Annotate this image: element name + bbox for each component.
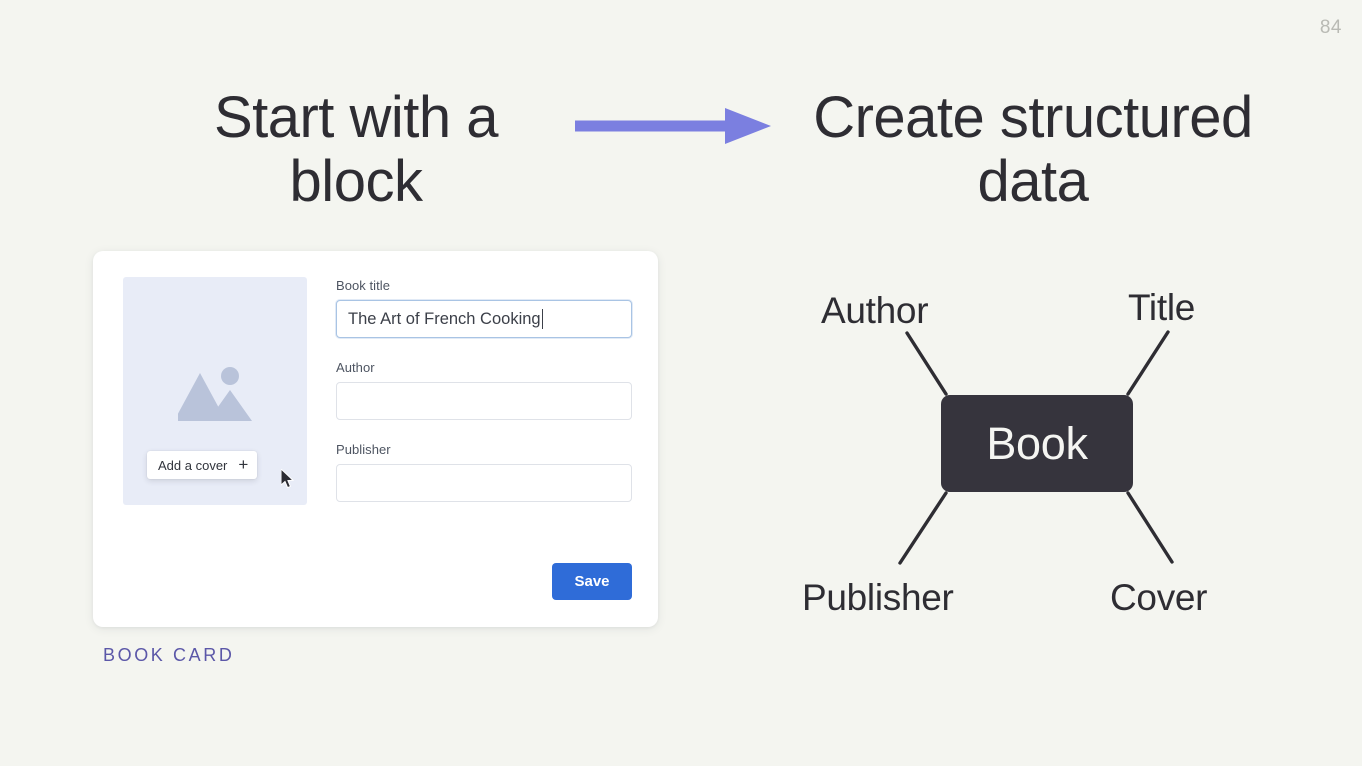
book-form: Book title The Art of French Cooking Aut… xyxy=(336,278,632,524)
author-label: Author xyxy=(336,360,375,375)
book-title-value: The Art of French Cooking xyxy=(348,309,541,328)
add-cover-label: Add a cover xyxy=(158,457,228,473)
diagram-node-label: Book xyxy=(986,417,1088,469)
save-button[interactable]: Save xyxy=(552,563,632,600)
book-title-input[interactable]: The Art of French Cooking xyxy=(336,300,632,338)
text-caret xyxy=(541,309,543,329)
add-cover-button[interactable]: Add a cover + xyxy=(147,451,258,479)
diagram-label-title: Title xyxy=(1128,287,1196,328)
diagram-label-author: Author xyxy=(821,290,929,331)
page-number: 84 xyxy=(1319,17,1342,38)
diagram-label-cover: Cover xyxy=(1110,577,1208,618)
arrow-right-icon xyxy=(575,106,775,146)
diagram-connector-lines xyxy=(898,330,1174,565)
book-title-label: Book title xyxy=(336,278,390,293)
mouse-pointer-icon xyxy=(280,467,296,489)
heading-left: Start with a block xyxy=(213,85,499,214)
publisher-input[interactable] xyxy=(336,464,632,502)
diagram-node-book: Book xyxy=(941,395,1133,492)
diagram-label-publisher: Publisher xyxy=(802,577,954,618)
image-placeholder-icon xyxy=(174,365,252,423)
cover-placeholder[interactable]: Add a cover + xyxy=(123,277,307,505)
author-input[interactable] xyxy=(336,382,632,420)
publisher-label: Publisher xyxy=(336,442,391,457)
plus-icon: + xyxy=(238,454,249,474)
heading-right: Create structured data xyxy=(813,85,1253,214)
book-card: Add a cover + Book title The Art of Fren… xyxy=(93,251,658,627)
book-card-caption: BOOK CARD xyxy=(103,645,235,665)
structured-data-diagram: Book Author Title Publisher Cover xyxy=(780,270,1250,635)
